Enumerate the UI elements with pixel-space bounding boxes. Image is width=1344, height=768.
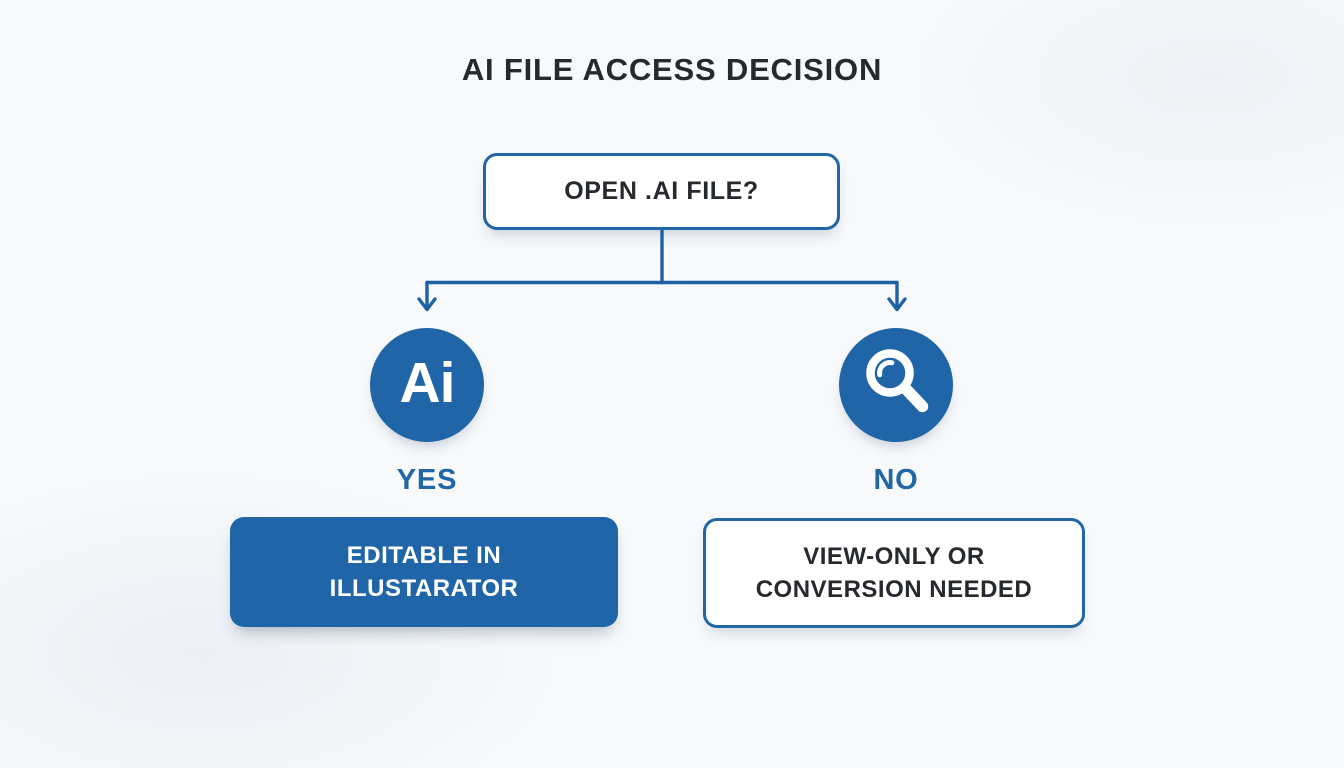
result-node-view-only: VIEW-ONLY OR CONVERSION NEEDED [703, 518, 1085, 628]
ai-logo-text: Ai [399, 350, 456, 415]
arrowhead-right-icon [887, 297, 907, 312]
illustrator-ai-icon: Ai [370, 328, 484, 442]
decision-node: OPEN .AI FILE? [483, 153, 840, 230]
branch-label-yes: YES [396, 464, 458, 496]
magnifier-icon [839, 328, 953, 442]
page-title: AI FILE ACCESS DECISION [461, 52, 883, 87]
result-node-editable: EDITABLE IN ILLUSTARATOR [230, 517, 618, 627]
arrowhead-left-icon [417, 297, 437, 312]
decision-label: OPEN .AI FILE? [564, 177, 759, 205]
result-line: VIEW-ONLY OR [803, 543, 985, 570]
branch-label-no: NO [873, 464, 919, 496]
result-line: ILLUSTARATOR [329, 575, 519, 602]
result-line: EDITABLE IN [346, 542, 502, 569]
result-line: CONVERSION NEEDED [755, 576, 1033, 603]
magnifier-glyph [866, 349, 929, 413]
